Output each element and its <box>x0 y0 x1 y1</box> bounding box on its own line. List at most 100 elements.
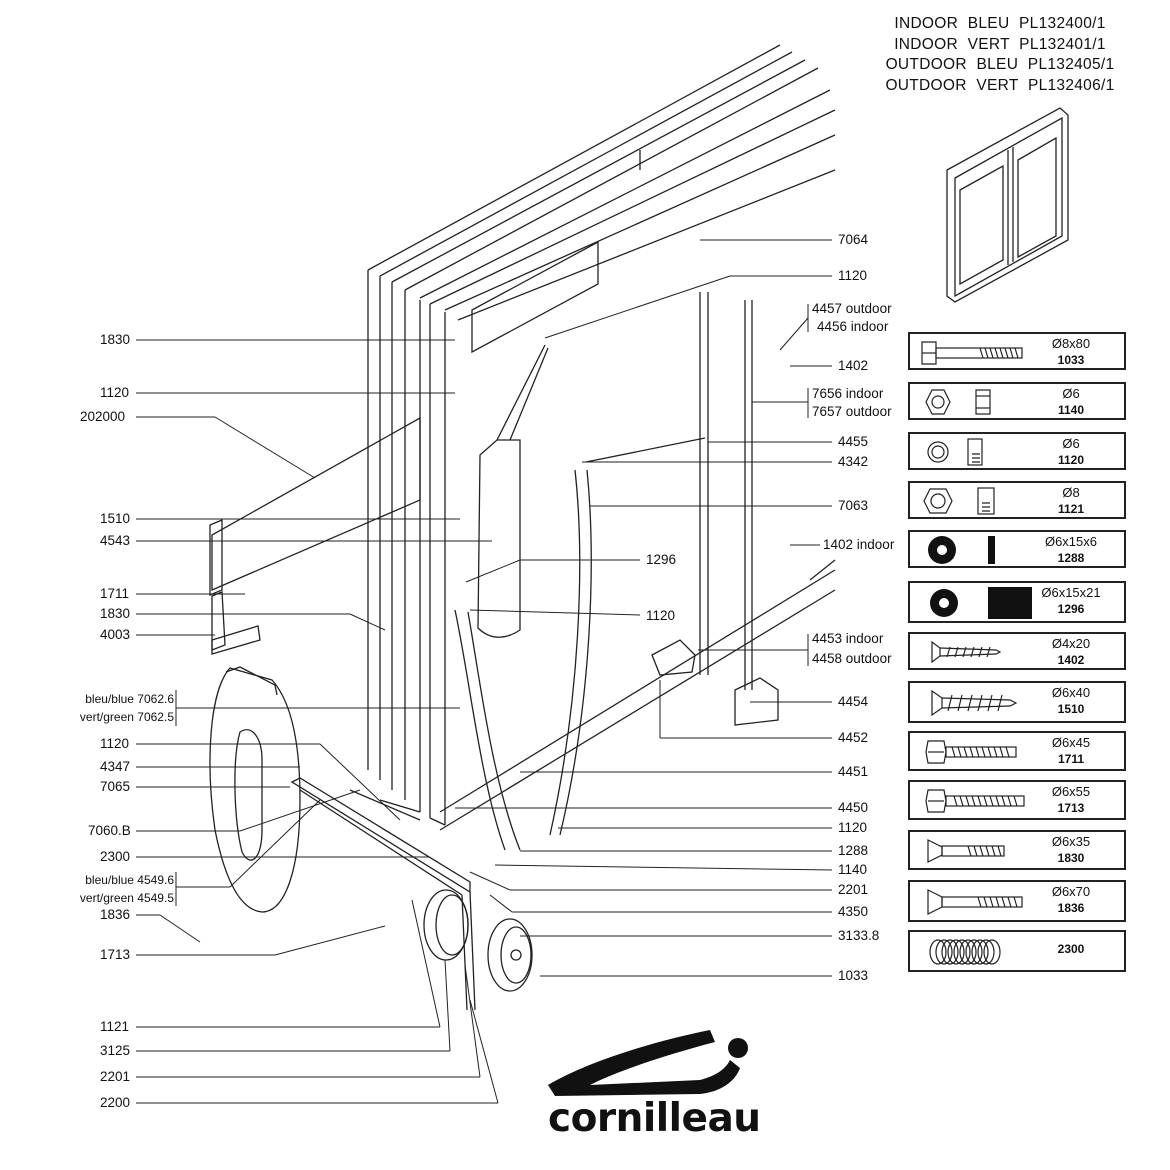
hardware-code: 2300 <box>1057 942 1085 956</box>
part-label: bleu/blue 7062.6 <box>85 692 174 706</box>
hardware-code: 1288 <box>1057 551 1085 565</box>
part-label: 1033 <box>838 968 869 983</box>
hardware-box: 2300 <box>908 930 1126 972</box>
part-label: 4342 <box>838 454 869 469</box>
part-label: 4456 indoor <box>817 319 889 334</box>
hardware-size: Ø6x70 <box>1051 884 1091 899</box>
hardware-box: Ø6x15x21 1296 <box>908 581 1126 623</box>
bolt-icon <box>921 341 1023 365</box>
hex-bolt-icon <box>925 789 1025 813</box>
hardware-box: Ø6x40 1510 <box>908 681 1126 723</box>
nut-icon <box>925 389 991 415</box>
part-label: 1120 <box>646 608 676 623</box>
part-label: 1713 <box>100 947 131 962</box>
part-label: 4453 indoor <box>812 631 884 646</box>
spring-icon <box>929 939 1001 965</box>
hardware-box: Ø8x80 1033 <box>908 332 1126 370</box>
part-label: 1120 <box>100 736 130 751</box>
hardware-box: Ø6x35 1830 <box>908 830 1126 870</box>
hardware-code: 1033 <box>1057 353 1085 367</box>
hardware-size: Ø4x20 <box>1051 636 1091 651</box>
hex-bolt-icon <box>925 740 1017 764</box>
part-label: 7657 outdoor <box>812 404 892 419</box>
hardware-size: Ø6x15x21 <box>1041 585 1101 600</box>
hardware-size: Ø8 <box>1062 485 1080 500</box>
part-label: 2200 <box>100 1095 131 1110</box>
part-label: 4452 <box>838 730 869 745</box>
part-label: 4455 <box>838 434 869 449</box>
part-label: 1836 <box>100 907 131 922</box>
hardware-code: 1510 <box>1057 702 1085 716</box>
hardware-size: Ø6 <box>1062 436 1080 451</box>
model-line: OUTDOOR VERT PL132406/1 <box>885 76 1115 94</box>
wheel-cover <box>209 666 301 913</box>
part-label: 1140 <box>838 862 868 877</box>
part-label: 202000 <box>80 409 126 424</box>
part-label: 4457 outdoor <box>812 301 892 316</box>
part-label: 4451 <box>838 764 869 779</box>
hardware-box: Ø6x70 1836 <box>908 880 1126 922</box>
hardware-code: 1402 <box>1057 653 1085 667</box>
part-label: 7060.B <box>88 823 131 838</box>
part-label: 7064 <box>838 232 869 247</box>
hardware-size: Ø6 <box>1062 386 1080 401</box>
lock-nut-icon <box>923 487 995 515</box>
hardware-box: Ø6x45 1711 <box>908 731 1126 771</box>
hardware-box: Ø4x20 1402 <box>908 632 1126 670</box>
part-label: 1830 <box>100 332 131 347</box>
hardware-box: Ø6 1140 <box>908 382 1126 420</box>
part-label: 7065 <box>100 779 131 794</box>
part-label: 1402 indoor <box>823 537 895 552</box>
screw-icon <box>931 640 1002 664</box>
net-post <box>211 591 261 655</box>
wheel-icon <box>423 889 533 992</box>
model-line: INDOOR VERT PL132401/1 <box>894 35 1106 53</box>
countersunk-screw-icon <box>927 839 1005 863</box>
part-label: 1402 <box>838 358 869 373</box>
hardware-code: 1296 <box>1057 602 1085 616</box>
chassis <box>290 639 696 1011</box>
table-top <box>367 44 836 831</box>
hardware-size: Ø8x80 <box>1051 336 1091 351</box>
model-list: INDOOR BLEU PL132400/1 INDOOR VERT PL132… <box>870 14 1130 96</box>
net <box>209 416 421 596</box>
hardware-size: Ø6x55 <box>1051 784 1091 799</box>
part-label: 1288 <box>838 843 869 858</box>
part-label: 4347 <box>100 759 131 774</box>
part-label: 4543 <box>100 533 131 548</box>
hardware-code: 1140 <box>1057 403 1085 417</box>
part-label: vert/green 4549.5 <box>79 891 174 905</box>
countersunk-screw-icon <box>927 889 1023 915</box>
part-label: 4458 outdoor <box>812 651 892 666</box>
model-line: OUTDOOR BLEU PL132405/1 <box>885 56 1115 73</box>
part-label: 1121 <box>100 1019 130 1034</box>
hardware-code: 1121 <box>1057 502 1085 516</box>
hardware-box: Ø6x15x6 1288 <box>908 530 1126 568</box>
hardware-size: Ø6x35 <box>1051 834 1091 849</box>
hardware-code: 1830 <box>1057 851 1085 865</box>
part-label: 2201 <box>838 882 869 897</box>
cornilleau-logo-icon <box>548 1030 748 1096</box>
hardware-box: Ø6x55 1713 <box>908 780 1126 820</box>
part-label: 1711 <box>100 586 130 601</box>
part-label: 1296 <box>646 552 677 567</box>
hardware-code: 1836 <box>1057 901 1085 915</box>
part-label: 1120 <box>838 268 868 283</box>
model-line: INDOOR BLEU PL132400/1 <box>894 15 1106 32</box>
hardware-size: Ø6x15x6 <box>1044 534 1098 549</box>
hardware-code: 1713 <box>1057 801 1085 815</box>
part-label: 3133.8 <box>838 928 880 943</box>
hardware-size: Ø6x45 <box>1051 735 1091 750</box>
hardware-box: Ø6 1120 <box>908 432 1126 470</box>
lock-nut-icon <box>927 438 983 466</box>
part-label: 7656 indoor <box>812 386 884 401</box>
washer-icon <box>928 536 995 564</box>
part-label: 7063 <box>838 498 869 513</box>
part-label: 3125 <box>100 1043 131 1058</box>
brand-logo-text: cornilleau <box>548 1096 761 1141</box>
part-label: bleu/blue 4549.6 <box>85 873 174 887</box>
spacer-icon <box>930 587 1032 619</box>
part-label: vert/green 7062.5 <box>79 710 174 724</box>
